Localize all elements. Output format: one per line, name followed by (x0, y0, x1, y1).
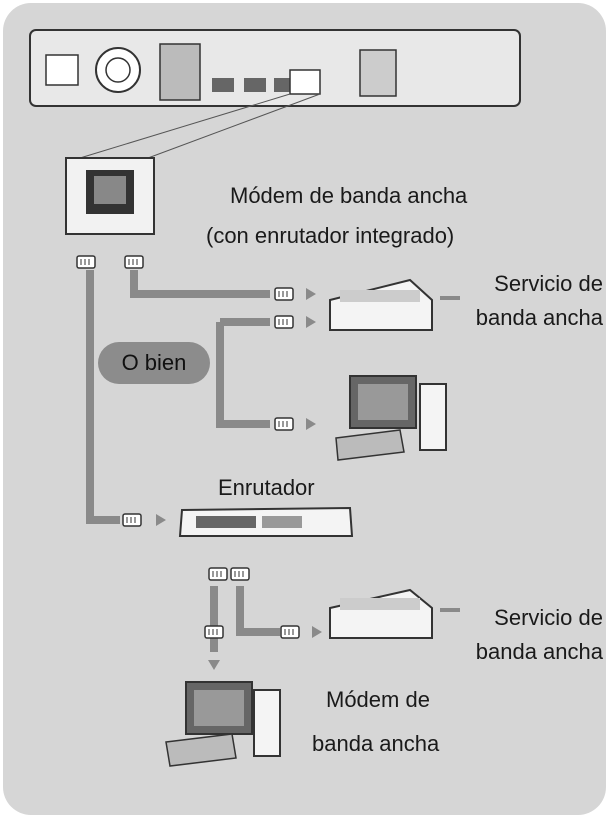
modem-router-device (329, 278, 460, 331)
computer-1 (335, 375, 447, 461)
computer-2 (165, 681, 281, 767)
service-label-2-line1: Servicio de (494, 605, 603, 630)
service-label-1-line2: banda ancha (475, 305, 603, 330)
modem-router-label-line2: (con enrutador integrado) (206, 223, 455, 248)
modem-label-line2: banda ancha (312, 731, 440, 756)
modem-router-label-line1: Módem de banda ancha (230, 183, 468, 208)
lan-port-closeup (65, 157, 155, 235)
player-rear-panel (29, 29, 521, 107)
modem-device (329, 588, 460, 639)
router-label: Enrutador (218, 475, 315, 500)
service-label-2-line2: banda ancha (475, 639, 603, 664)
or-badge: O bien (98, 342, 210, 384)
player-lan-port (289, 69, 321, 95)
cables (86, 270, 280, 652)
router-device (178, 506, 354, 537)
modem-label-line1: Módem de (326, 687, 430, 712)
service-label-1-line1: Servicio de (494, 271, 603, 296)
